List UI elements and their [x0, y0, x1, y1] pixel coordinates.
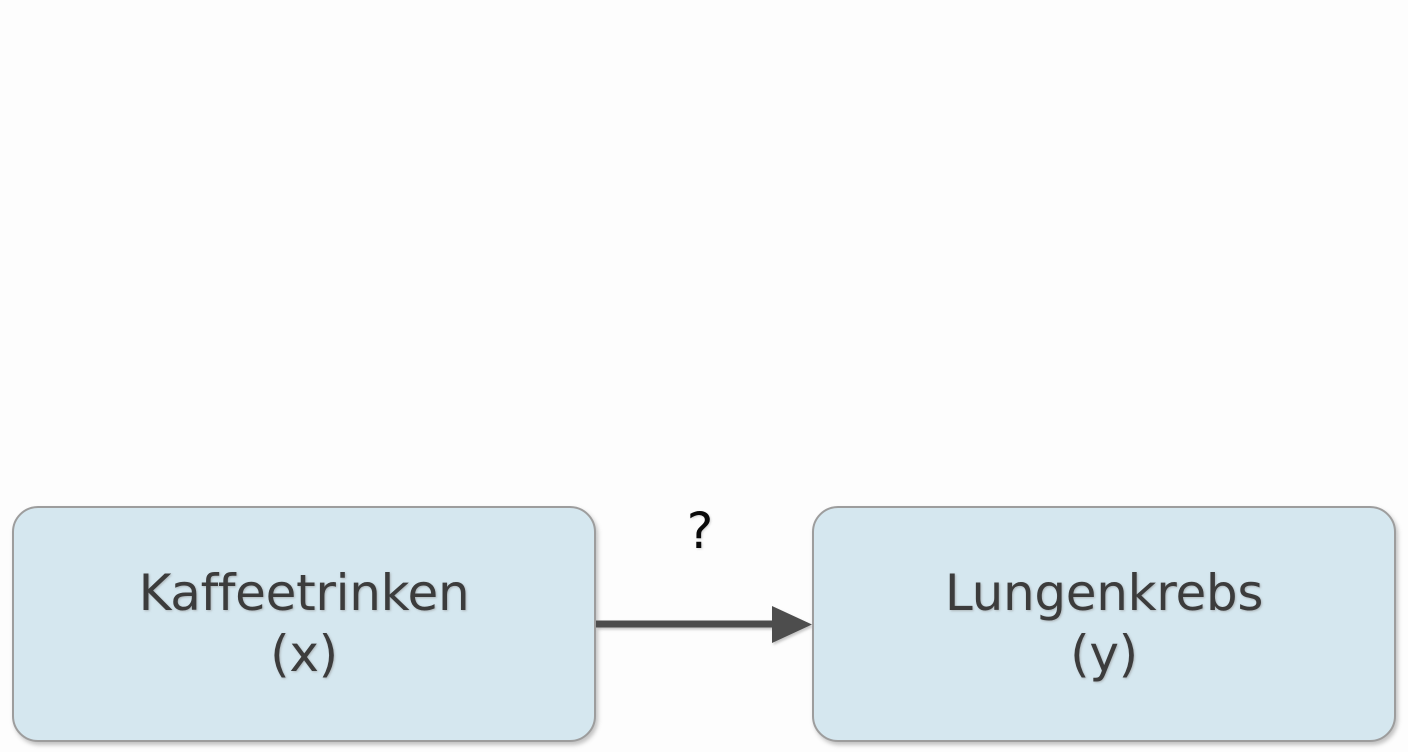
node-lungenkrebs-variable: (y)	[1070, 625, 1138, 683]
node-kaffeetrinken-variable: (x)	[270, 625, 338, 683]
node-kaffeetrinken-title: Kaffeetrinken	[138, 564, 470, 622]
node-kaffeetrinken[interactable]: Kaffeetrinken (x)	[12, 506, 596, 742]
causal-arrow-head-icon	[772, 606, 812, 643]
causal-arrow[interactable]	[596, 606, 812, 643]
node-lungenkrebs[interactable]: Lungenkrebs (y)	[812, 506, 1396, 742]
edge-label-question-mark: ?	[686, 502, 714, 560]
node-lungenkrebs-title: Lungenkrebs	[944, 564, 1264, 622]
